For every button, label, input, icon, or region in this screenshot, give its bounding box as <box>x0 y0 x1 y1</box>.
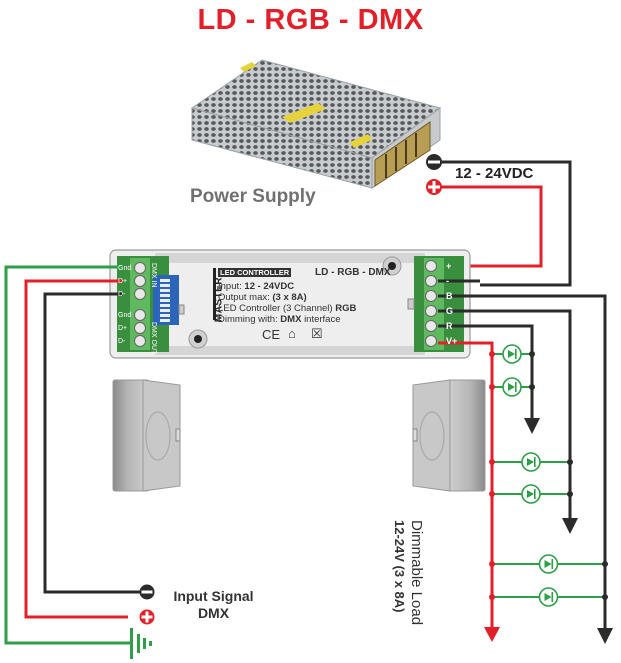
diode-symbol <box>527 490 534 498</box>
diode-bar <box>534 489 536 499</box>
controller-output-wires <box>438 279 607 632</box>
controller-dimming-spec: Dimming with: DMX interface <box>218 314 341 325</box>
indoor-use-icon: ⌂ <box>288 326 296 341</box>
vplus-wire <box>438 341 494 630</box>
led-load-rows <box>489 344 608 607</box>
dmx-dminus-wire <box>43 292 140 594</box>
junction-dot <box>567 459 573 465</box>
controller-input-spec: Input: 12 - 24VDC <box>218 281 295 292</box>
dmx-in-label: DMX IN <box>150 263 157 288</box>
green-channel-arrow <box>562 518 578 534</box>
blue-channel-arrow <box>597 628 613 644</box>
led-row <box>489 452 573 472</box>
supply-wires <box>440 160 572 287</box>
plus-terminal-icon <box>426 179 442 195</box>
dimmable-load-label: Dimmable Load 12-24V (3 x 8A) <box>392 520 425 626</box>
led-controller <box>109 249 471 359</box>
junction-dot <box>602 594 608 600</box>
supply-voltage-label: 12 - 24VDC <box>455 165 534 182</box>
dmx-in-pin-labels: Gnd D+ D- <box>118 265 132 298</box>
dmx-gnd-wire <box>4 265 130 645</box>
ce-mark-icon: CE <box>262 327 281 342</box>
dmx-out-label: DMX OUT <box>150 322 157 355</box>
diode-symbol <box>508 350 515 358</box>
green-channel-wire <box>438 309 572 520</box>
power-supply-unit <box>190 59 442 189</box>
junction-dot <box>529 384 535 390</box>
end-cap-left <box>112 379 181 492</box>
junction-dot <box>529 351 535 357</box>
junction-dot <box>489 491 495 497</box>
diode-symbol <box>544 560 552 568</box>
dmx-out-pin-labels: Gnd D+ D- <box>118 312 132 345</box>
blue-channel-wire <box>438 294 607 632</box>
minus-terminal-icon <box>426 154 442 170</box>
junction-dot <box>489 561 495 567</box>
signal-positive-icon <box>139 609 155 625</box>
junction-dot <box>602 561 608 567</box>
diode-bar <box>551 559 554 569</box>
junction-dot <box>567 491 573 497</box>
led-row <box>489 377 535 397</box>
diode-symbol <box>527 458 534 466</box>
end-cap-right <box>412 379 486 492</box>
controller-description: LED Controller (3 Channel) RGB <box>218 303 357 314</box>
diode-bar <box>515 349 517 359</box>
led-row <box>489 344 535 364</box>
weee-bin-icon: ☒ <box>311 326 323 341</box>
output-pin-labels: + - B G R V+ <box>446 261 458 346</box>
junction-dot <box>489 459 495 465</box>
led-row <box>489 484 573 504</box>
input-signal-label: Input Signal DMX <box>173 588 254 621</box>
junction-dot <box>489 384 495 390</box>
dmx-input-wires <box>4 265 140 645</box>
controller-output-spec: Output max: (3 x 8A) <box>218 292 307 303</box>
vplus-arrow <box>484 627 500 642</box>
controller-model: LD - RGB - DMX <box>315 267 391 278</box>
diode-symbol <box>544 593 552 601</box>
load-arrows <box>484 418 613 644</box>
power-supply-label: Power Supply <box>190 186 316 207</box>
controller-badge: LED CONTROLLER <box>218 268 292 277</box>
led-row <box>489 587 608 607</box>
supply-negative-wire <box>440 160 572 287</box>
signal-negative-icon <box>139 584 155 600</box>
supply-positive-wire <box>440 185 543 268</box>
red-channel-arrow <box>524 418 540 434</box>
diode-symbol <box>508 383 515 391</box>
ground-icon <box>130 628 152 659</box>
diode-bar <box>515 382 517 392</box>
diode-bar <box>551 592 554 602</box>
page-title: LD - RGB - DMX <box>197 4 424 36</box>
led-row <box>489 554 608 574</box>
dmx-dplus-wire <box>24 279 128 619</box>
junction-dot <box>489 351 495 357</box>
diode-bar <box>534 457 536 467</box>
junction-dot <box>489 594 495 600</box>
